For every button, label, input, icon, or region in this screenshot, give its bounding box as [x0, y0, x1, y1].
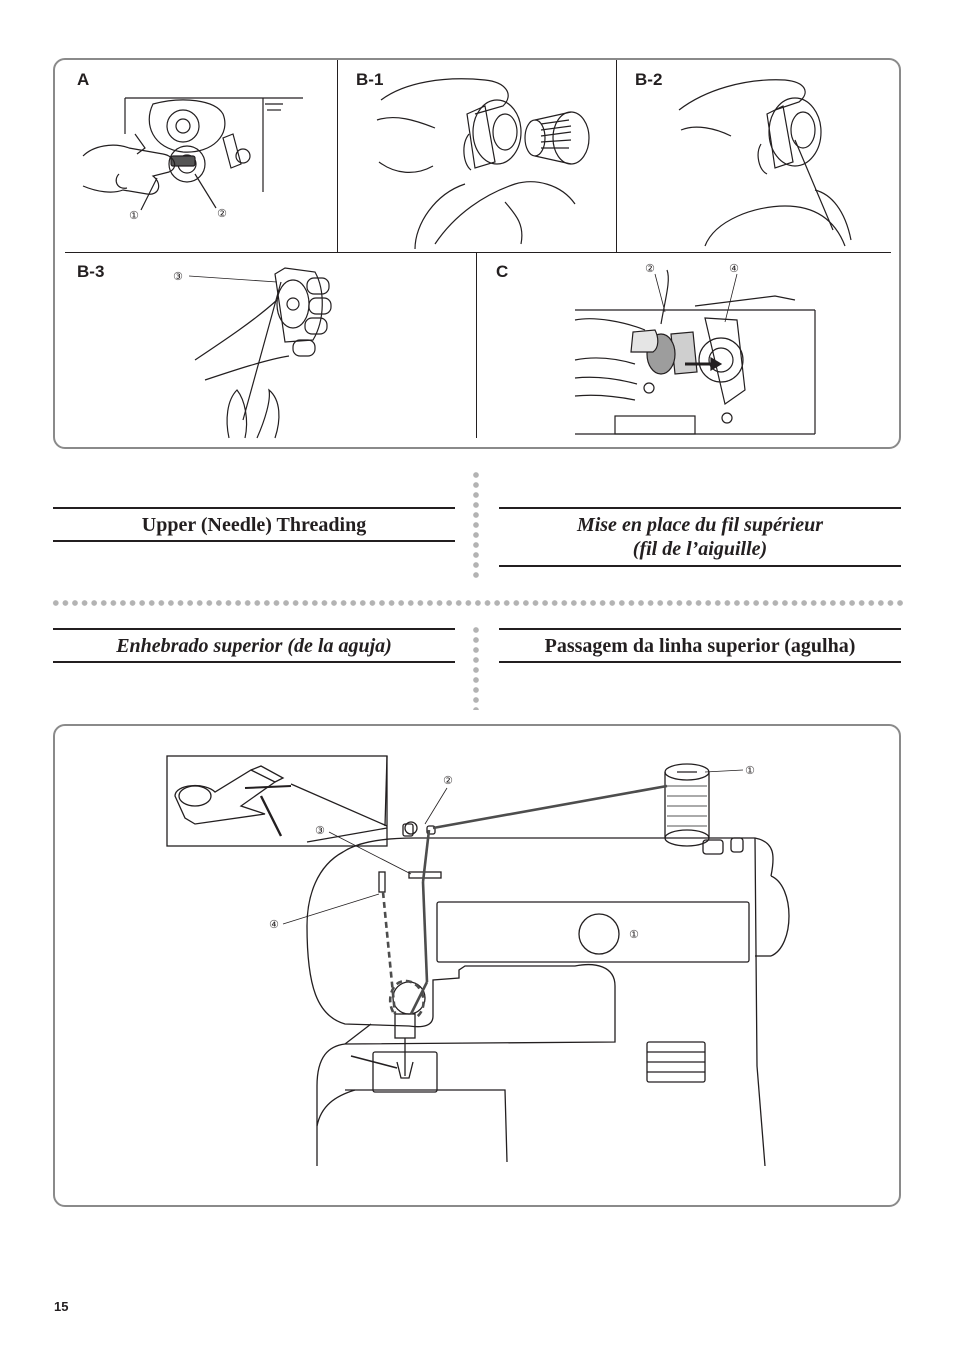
figure-label-b2: B-2 [635, 70, 663, 89]
power-switch-symbol: ① [629, 928, 639, 941]
heading-french: Mise en place du fil supérieur (fil de l… [499, 507, 901, 567]
dotted-separator-vertical-top [473, 470, 479, 580]
heading-portuguese: Passagem da linha superior (agulha) [499, 628, 901, 663]
dotted-separator-vertical-bottom [473, 625, 479, 710]
threading-callout-2: ② [443, 774, 453, 787]
figure-divider-horizontal [65, 252, 891, 253]
figure-label-b1: B-1 [356, 70, 384, 89]
figure-b3-illustration: ③ [173, 267, 332, 439]
page-number: 15 [54, 1299, 69, 1314]
threading-callout-4: ④ [269, 918, 279, 931]
figure-b3-callout-3: ③ [173, 270, 183, 283]
figure-a-illustration: ① ② [82, 97, 303, 222]
figure-a-callout-2: ② [217, 207, 227, 220]
figure-label-b3: B-3 [77, 262, 105, 281]
figure-divider-vertical-1 [337, 60, 338, 252]
figure-c-callout-4: ④ [729, 262, 739, 275]
upper-threading-illustration: ② ① ③ ④ ① [166, 755, 790, 1167]
figure-divider-vertical-3 [476, 252, 477, 438]
figure-label-c: C [496, 262, 509, 281]
threading-diagram-panel: ② ① ③ ④ ① [53, 724, 901, 1207]
figure-b2-illustration [678, 79, 852, 247]
heading-french-line-2: (fil de l’aiguille) [632, 538, 768, 560]
heading-spanish: Enhebrado superior (de la aguja) [53, 628, 455, 663]
figure-label-a: A [77, 70, 90, 89]
bobbin-figures-panel: A B-1 B-2 B-3 C ① ② [53, 58, 901, 449]
threading-callout-1: ① [745, 764, 755, 777]
heading-english: Upper (Needle) Threading [53, 507, 455, 542]
heading-french-line-1: Mise en place du fil supérieur [576, 514, 824, 536]
figure-c-callout-2: ② [645, 262, 655, 275]
figure-c-illustration: ② ④ [574, 262, 816, 435]
thread-guide-inset-box [166, 755, 388, 847]
threading-callout-3: ③ [315, 824, 325, 837]
heading-spanish-text: Enhebrado superior (de la aguja) [116, 634, 392, 657]
heading-portuguese-text: Passagem da linha superior (agulha) [544, 634, 856, 657]
heading-english-text: Upper (Needle) Threading [141, 513, 367, 536]
dotted-separator-horizontal [51, 600, 903, 606]
figure-b1-illustration [376, 78, 590, 250]
figure-a-callout-1: ① [129, 209, 139, 222]
figure-divider-vertical-2 [616, 60, 617, 252]
